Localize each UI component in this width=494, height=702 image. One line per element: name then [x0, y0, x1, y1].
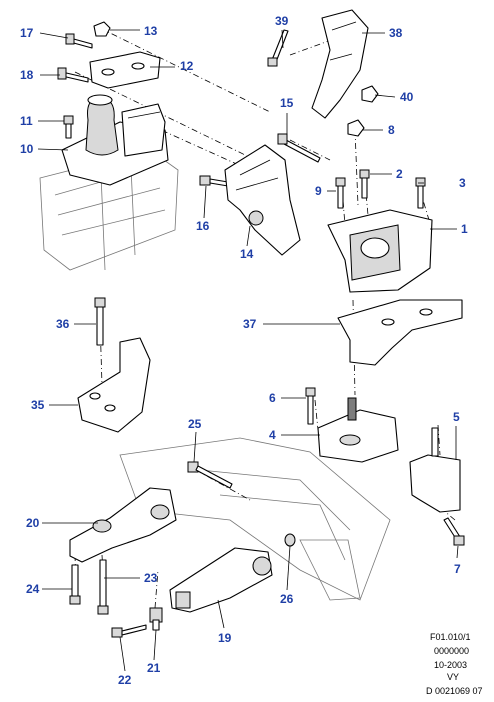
callout-16: 16	[196, 219, 210, 233]
bolt-2	[359, 169, 370, 199]
nut-40	[361, 85, 379, 103]
nut-8	[347, 119, 365, 137]
reference-line-3: 10-2003	[434, 660, 467, 670]
callout-3: 3	[459, 176, 466, 190]
part-4-mount	[317, 397, 399, 463]
reference-line-2: 0000000	[434, 646, 469, 656]
callout-15: 15	[280, 96, 294, 110]
callout-13: 13	[144, 24, 158, 38]
bolt-7	[443, 517, 465, 546]
bolt-39	[267, 29, 289, 67]
callout-14: 14	[240, 247, 254, 261]
part-20-torque-rod	[69, 487, 177, 563]
callout-40: 40	[400, 90, 414, 104]
callout-4: 4	[269, 428, 276, 442]
callout-9: 9	[315, 184, 322, 198]
callout-36: 36	[56, 317, 70, 331]
part-10-engine-mount	[61, 94, 169, 186]
leader-lines	[37, 29, 459, 672]
bolt-15	[277, 133, 321, 163]
part-37-bracket	[337, 299, 463, 366]
callout-17: 17	[20, 26, 34, 40]
callout-8: 8	[388, 123, 395, 137]
callout-6: 6	[269, 391, 276, 405]
nut-13	[93, 21, 111, 37]
reference-line-5: D 0021069 07	[426, 686, 483, 696]
callout-25: 25	[188, 417, 202, 431]
bolt-23	[97, 559, 109, 615]
callout-7: 7	[454, 562, 461, 576]
callout-11: 11	[20, 114, 33, 128]
bolt-11	[63, 115, 74, 139]
part-1-mount	[327, 209, 433, 293]
bolt-25	[187, 461, 233, 489]
bolt-24	[69, 564, 81, 605]
callout-35: 35	[31, 398, 45, 412]
callout-39: 39	[275, 14, 289, 28]
callout-12: 12	[180, 59, 194, 73]
bolt-22	[111, 624, 147, 638]
callout-10: 10	[20, 142, 34, 156]
bush-21	[149, 607, 163, 631]
part-35-bracket	[77, 337, 151, 433]
bolt-6	[305, 387, 316, 425]
bolt-9	[335, 177, 346, 209]
nut-26	[284, 533, 296, 547]
reference-line-4: VY	[447, 672, 459, 682]
bolt-18	[57, 67, 89, 83]
part-14-bracket	[224, 144, 301, 256]
part-38-bracket	[311, 9, 369, 119]
part-12-bracket	[89, 51, 161, 89]
reference-line-1: F01.010/1	[430, 632, 471, 642]
callout-22: 22	[118, 673, 132, 687]
callout-20: 20	[26, 516, 40, 530]
callout-1: 1	[461, 222, 468, 236]
callout-2: 2	[396, 167, 403, 181]
bolt-3	[415, 177, 426, 209]
callout-26: 26	[280, 592, 294, 606]
reference-block: F01.010/1 0000000 10-2003 VY D 0021069 0…	[426, 632, 483, 696]
callout-24: 24	[26, 582, 40, 596]
bolt-17	[65, 33, 93, 49]
callout-23: 23	[144, 571, 158, 585]
callout-21: 21	[147, 661, 161, 675]
callout-19: 19	[218, 631, 232, 645]
bolt-36	[94, 297, 106, 346]
callout-38: 38	[389, 26, 403, 40]
callout-18: 18	[20, 68, 34, 82]
callout-5: 5	[453, 410, 460, 424]
callout-labels: 17 13 39 38 18 12 40 15 11 8 10 2 3 9 16…	[20, 14, 468, 687]
callout-37: 37	[243, 317, 257, 331]
part-5-bracket	[409, 427, 461, 513]
part-19-rod	[169, 547, 273, 613]
